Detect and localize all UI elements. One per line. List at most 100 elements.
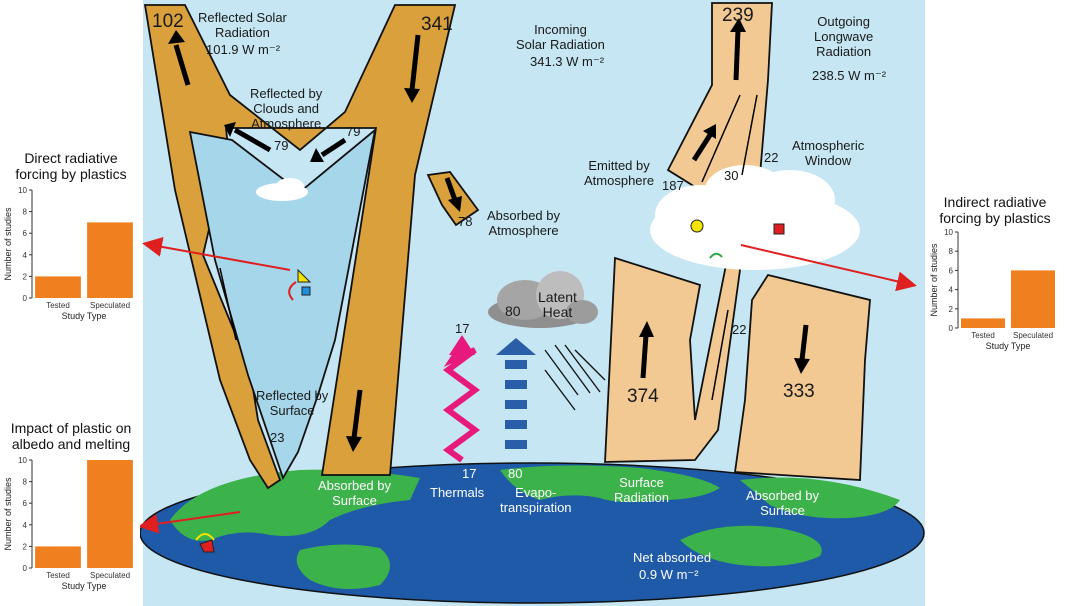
y-tick-label: 4 <box>23 251 28 260</box>
x-tick-label: Speculated <box>1013 331 1053 340</box>
absorbed-surface-block <box>733 273 871 481</box>
flow-arrows <box>168 18 810 452</box>
land-bottom-left <box>296 544 390 589</box>
emitted-atmosphere-value-a: 187 <box>662 178 684 193</box>
latent-heat-cloud <box>488 271 598 328</box>
latent-heat-label: Latent Heat <box>538 289 577 320</box>
panel-albedo-melting: Impact of plastic on albedo and melting … <box>2 418 140 596</box>
surface-radiation-value: 374 <box>627 386 659 407</box>
x-tick-label: Tested <box>46 301 70 310</box>
y-tick-label: 10 <box>18 456 27 465</box>
cloud-small <box>256 178 308 201</box>
atmosphere-wedge <box>188 127 377 481</box>
panel-indirect-forcing: Indirect radiative forcing by plastics N… <box>928 194 1062 358</box>
reflected-solar-sub: 101.9 W m⁻² <box>206 42 281 57</box>
atmospheric-window-label: Atmospheric Window <box>792 138 865 168</box>
reflected-clouds-label: Reflected by Clouds and Atmosphere <box>250 86 323 131</box>
reflected-solar-label: Reflected Solar Radiation <box>198 10 287 40</box>
y-tick-label: 8 <box>23 208 28 217</box>
emitted-atmosphere-value-b: 30 <box>724 168 739 183</box>
x-tick-label: Tested <box>971 331 995 340</box>
plastic-particle-red <box>773 223 785 235</box>
thermals-label: Thermals <box>430 485 485 500</box>
y-axis-label: Number of studies <box>3 477 13 551</box>
panel-direct-forcing: Direct radiative forcing by plastics Num… <box>2 148 140 326</box>
land-center <box>500 465 720 503</box>
absorbed-surface-right-value: 333 <box>783 381 815 402</box>
bar <box>87 222 133 298</box>
thermals-arrow <box>442 335 481 463</box>
absorbed-surface-right-label: Absorbed by Surface <box>746 488 819 518</box>
outgoing-longwave-sub: 238.5 W m⁻² <box>812 68 887 83</box>
x-tick-label: Tested <box>46 571 70 580</box>
y-tick-label: 10 <box>18 186 27 195</box>
y-tick-label: 6 <box>949 266 954 275</box>
x-axis-label: Study Type <box>62 311 107 321</box>
bar <box>35 276 81 298</box>
outgoing-longwave-label: Outgoing Longwave Radiation <box>814 14 874 59</box>
x-axis-label: Study Type <box>986 341 1031 351</box>
reflected-surface-value: 23 <box>270 430 285 445</box>
emitted-atmosphere-label: Emitted by Atmosphere <box>584 158 655 188</box>
incoming-solar-value: 341 <box>421 14 453 35</box>
x-axis-label: Study Type <box>62 581 107 591</box>
land-right <box>740 477 900 519</box>
thin-arrows <box>219 94 758 401</box>
red-pointer-arrows <box>138 237 917 534</box>
reflected-clouds-value-b: 79 <box>274 138 289 153</box>
land-bottom-right <box>680 525 822 567</box>
evapotranspiration-value: 80 <box>508 466 523 481</box>
earth <box>139 462 925 604</box>
y-tick-label: 6 <box>23 229 28 238</box>
x-tick-label: Speculated <box>90 571 130 580</box>
atmospheric-window-value-bottom: 22 <box>732 322 747 337</box>
absorbed-surface-left-label: Absorbed by Surface <box>318 478 391 508</box>
reflected-clouds-value-a: 79 <box>346 124 361 139</box>
y-tick-label: 0 <box>23 294 28 303</box>
latent-heat-value: 80 <box>505 303 521 319</box>
y-tick-label: 10 <box>944 228 953 237</box>
plastic-particle-yellow <box>690 219 704 233</box>
absorbed-atmosphere-value: 78 <box>458 214 473 229</box>
plastic-particles-earth <box>195 533 215 553</box>
net-absorbed-sub: 0.9 W m⁻² <box>639 567 699 582</box>
bar <box>35 546 81 568</box>
x-tick-label: Speculated <box>90 301 130 310</box>
y-tick-label: 0 <box>23 564 28 573</box>
reflected-surface-label: Reflected by Surface <box>256 388 329 418</box>
net-absorbed-label: Net absorbed <box>633 550 712 565</box>
y-tick-label: 2 <box>949 305 954 314</box>
bar <box>1011 270 1055 328</box>
incoming-solar-label: Incoming Solar Radiation <box>516 22 605 52</box>
reflected-by-surface-band <box>143 4 457 490</box>
incoming-solar-sub: 341.3 W m⁻² <box>530 54 605 69</box>
y-axis-label: Number of studies <box>929 243 939 317</box>
bar <box>87 460 133 568</box>
rain-lines <box>544 344 606 411</box>
cloud-large <box>650 165 860 270</box>
outgoing-longwave-value: 239 <box>722 5 754 26</box>
y-tick-label: 4 <box>949 286 954 295</box>
atmospheric-window-value-top: 22 <box>764 150 779 165</box>
evapotranspiration-arrow <box>496 338 536 449</box>
plastic-particles-left <box>288 268 312 301</box>
evapotranspiration-label: Evapo- transpiration <box>500 485 572 515</box>
y-axis-label: Number of studies <box>3 207 13 281</box>
y-tick-label: 4 <box>23 521 28 530</box>
absorbed-atmosphere-label: Absorbed by Atmosphere <box>487 208 560 238</box>
land-left <box>170 469 420 541</box>
reflected-solar-value: 102 <box>152 11 184 32</box>
y-tick-label: 8 <box>23 478 28 487</box>
panel-title: Direct radiative forcing by plastics <box>15 150 127 182</box>
panel-title: Indirect radiative forcing by plastics <box>939 194 1051 226</box>
bar <box>961 318 1005 328</box>
y-tick-label: 0 <box>949 324 954 333</box>
thermals-value-bottom: 17 <box>462 466 477 481</box>
plastic-particle-green <box>709 252 723 259</box>
y-tick-label: 8 <box>949 247 954 256</box>
surface-radiation-label: Surface Radiation <box>614 475 669 505</box>
